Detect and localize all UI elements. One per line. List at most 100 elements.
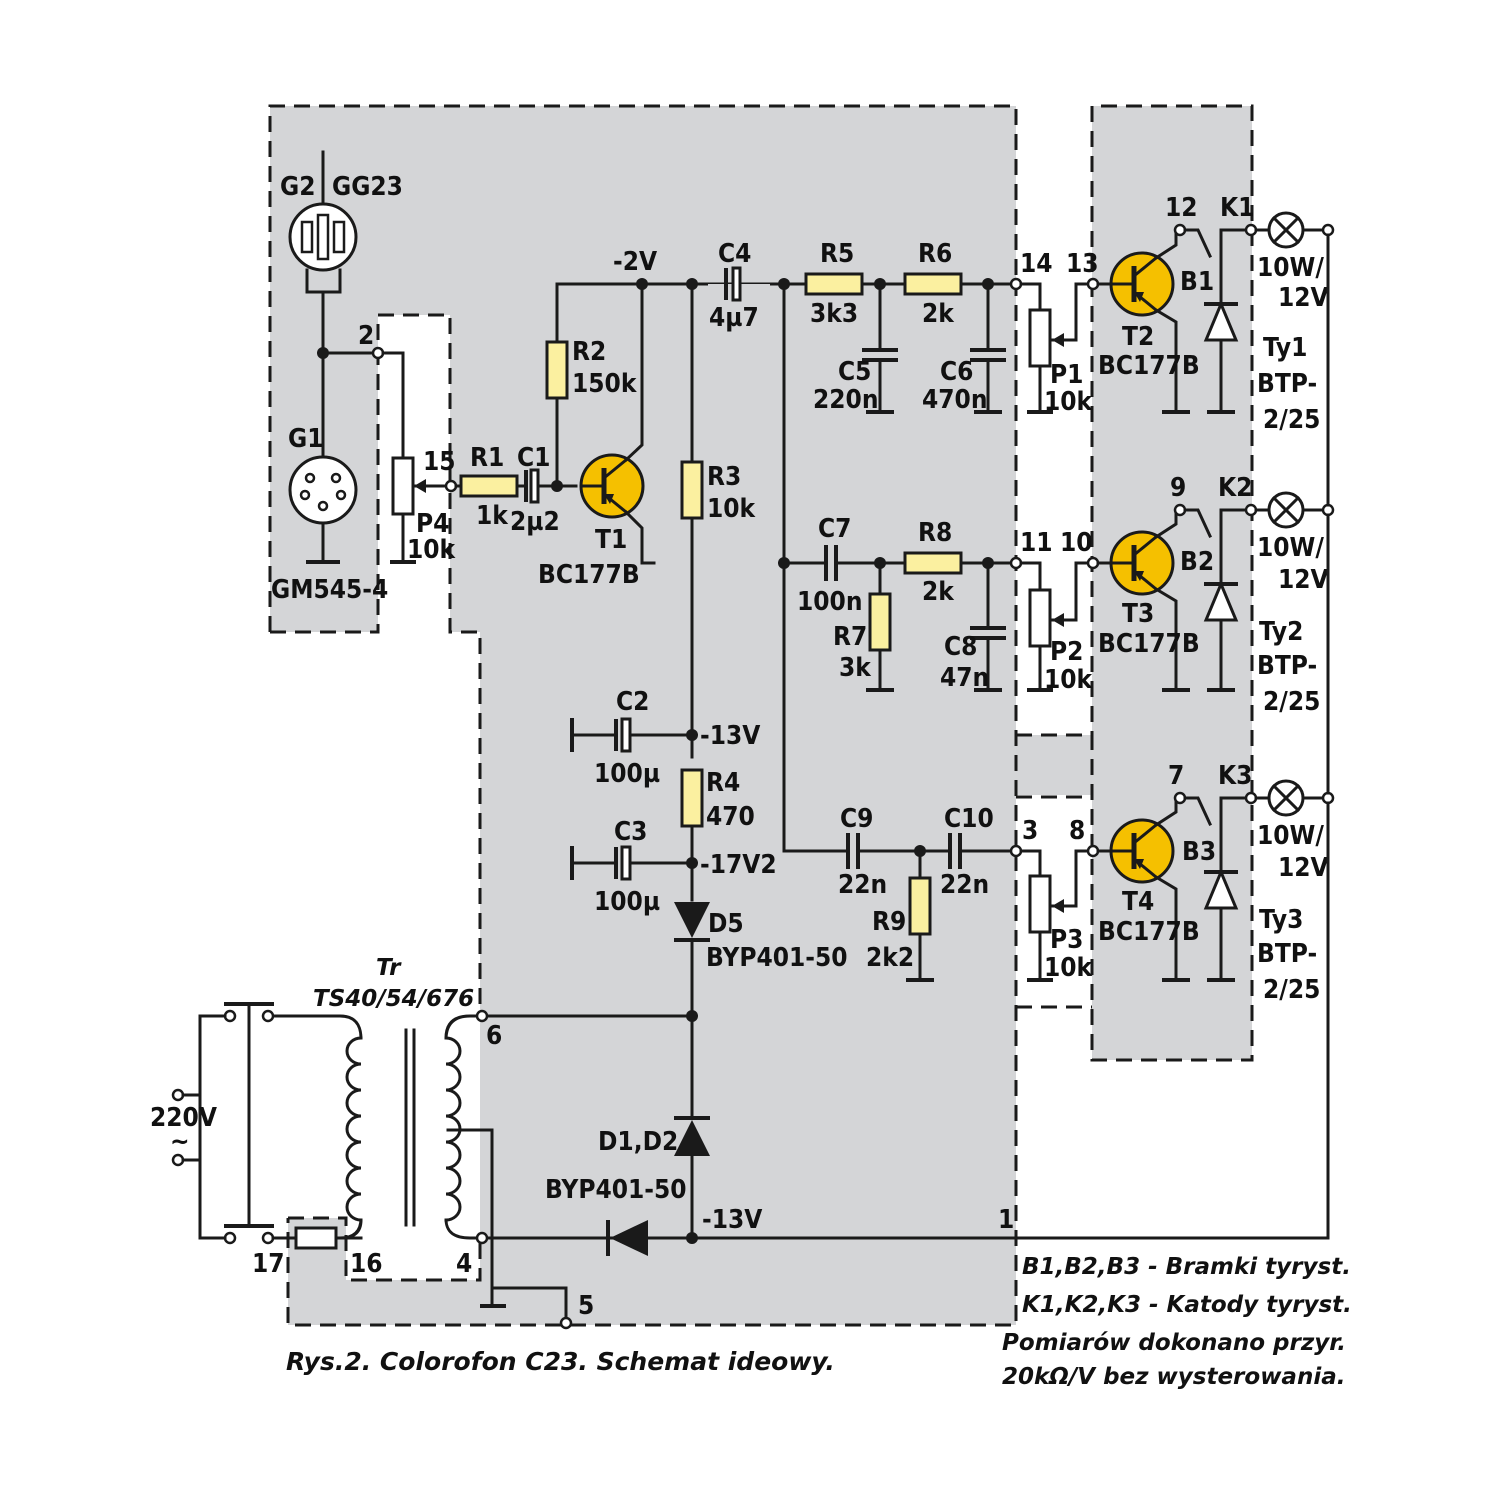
diode-rail [610, 1220, 648, 1256]
diode-d1-d2 [674, 1120, 710, 1156]
transistor-t1 [581, 455, 643, 517]
label-k3: K3 [1218, 761, 1252, 791]
label-p4-value: 10k [407, 535, 457, 565]
label-t4-type: BC177B [1098, 917, 1200, 947]
label-r3: R3 [707, 462, 741, 492]
label-minus-13v-b: -13V [702, 1205, 762, 1235]
label-b3: B3 [1182, 837, 1216, 867]
label-ty1: Ty1 [1263, 333, 1307, 363]
label-ty2: Ty2 [1259, 617, 1303, 647]
label-d5-type: BYP401-50 [706, 943, 848, 973]
label-220v: 220V [150, 1103, 217, 1133]
label-r6: R6 [918, 239, 952, 269]
label-ty1-type2: 2/25 [1263, 405, 1320, 435]
label-t1: T1 [595, 525, 627, 555]
label-tr-type: TS40/54/676 [313, 986, 474, 1012]
label-c7-value: 100n [797, 587, 862, 617]
label-c3: C3 [614, 817, 647, 847]
label-t4: T4 [1122, 887, 1154, 917]
label-tr: Tr [376, 955, 402, 981]
label-c8: C8 [944, 632, 977, 662]
label-c1-value: 2µ2 [510, 507, 560, 537]
label-r8-value: 2k [922, 577, 955, 607]
label-c10: C10 [944, 804, 994, 834]
label-r2-value: 150k [572, 369, 638, 399]
label-lamp2-voltage: 12V [1278, 565, 1329, 595]
label-node-2: 2 [358, 321, 374, 351]
label-ty3-type2: 2/25 [1263, 975, 1320, 1005]
label-p1: P1 [1050, 360, 1083, 390]
socket-g2 [288, 150, 358, 462]
transistor-t3 [1111, 532, 1173, 594]
transistor-t2 [1111, 253, 1173, 315]
label-node-10: 10 [1060, 528, 1093, 558]
label-gg23: GG23 [332, 172, 403, 202]
label-r8: R8 [918, 518, 952, 548]
label-node-11: 11 [1020, 528, 1053, 558]
label-c6: C6 [940, 357, 973, 387]
label-node-7: 7 [1168, 761, 1184, 791]
label-r5-value: 3k3 [810, 299, 858, 329]
label-t2-type: BC177B [1098, 351, 1200, 381]
label-node-3: 3 [1022, 816, 1038, 846]
transformer-tr [345, 1028, 462, 1227]
label-c10-value: 22n [940, 870, 989, 900]
label-p4: P4 [416, 509, 449, 539]
label-node-13: 13 [1066, 249, 1099, 279]
label-r7-value: 3k [839, 653, 872, 683]
label-node-1: 1 [998, 1205, 1014, 1235]
label-d5: D5 [708, 909, 744, 939]
label-ac: ~ [170, 1127, 190, 1157]
label-node-14: 14 [1020, 249, 1053, 279]
note-meter: 20kΩ/V bez wysterowania. [1002, 1364, 1345, 1390]
label-ty3-type: BTP- [1257, 939, 1317, 969]
label-node-16: 16 [350, 1249, 383, 1279]
label-r2: R2 [572, 337, 606, 367]
label-d1-d2: D1,D2 [598, 1127, 678, 1157]
label-r4: R4 [706, 768, 740, 798]
label-node-8: 8 [1069, 816, 1085, 846]
label-lamp2-power: 10W/ [1257, 533, 1324, 563]
transistor-t4 [1111, 820, 1173, 882]
panel-bridge [1016, 735, 1092, 795]
label-c5: C5 [838, 357, 871, 387]
label-r1: R1 [470, 443, 504, 473]
label-c9-value: 22n [838, 870, 887, 900]
panel-main [270, 106, 1016, 632]
label-ty2-type: BTP- [1257, 651, 1317, 681]
label-node-5: 5 [578, 1291, 594, 1321]
label-c3-value: 100µ [594, 887, 660, 917]
label-g2: G2 [280, 172, 315, 202]
label-p3-value: 10k [1044, 953, 1094, 983]
label-r9-value: 2k2 [866, 943, 914, 973]
label-r5: R5 [820, 239, 854, 269]
label-c2-value: 100µ [594, 759, 660, 789]
label-t2: T2 [1122, 322, 1154, 352]
label-node-4: 4 [456, 1249, 472, 1279]
label-lamp3-power: 10W/ [1257, 821, 1324, 851]
label-b2: B2 [1180, 547, 1214, 577]
label-lamp1-power: 10W/ [1257, 253, 1324, 283]
label-c7: C7 [818, 514, 851, 544]
label-c4-value: 4µ7 [709, 303, 759, 333]
note-measurement: Pomiarów dokonano przyr. [1002, 1330, 1346, 1356]
label-node-17: 17 [252, 1249, 285, 1279]
label-c2: C2 [616, 687, 649, 717]
label-ty2-type2: 2/25 [1263, 687, 1320, 717]
label-node-12: 12 [1165, 193, 1198, 223]
label-lamp1-voltage: 12V [1278, 283, 1329, 313]
label-r1-value: 1k [476, 501, 509, 531]
label-p2-value: 10k [1044, 665, 1094, 695]
label-g1: G1 [288, 424, 323, 454]
note-gates: B1,B2,B3 - Bramki tyryst. [1022, 1254, 1351, 1280]
label-c5-value: 220n [813, 385, 878, 415]
label-t1-type: BC177B [538, 560, 640, 590]
panel-main-body [288, 280, 1016, 1325]
label-c8-value: 47n [940, 663, 989, 693]
label-lamp3-voltage: 12V [1278, 853, 1329, 883]
label-r3-value: 10k [707, 494, 757, 524]
label-node-6: 6 [486, 1021, 502, 1051]
label-minus-17v2: -17V2 [700, 850, 777, 880]
label-c6-value: 470n [922, 385, 987, 415]
